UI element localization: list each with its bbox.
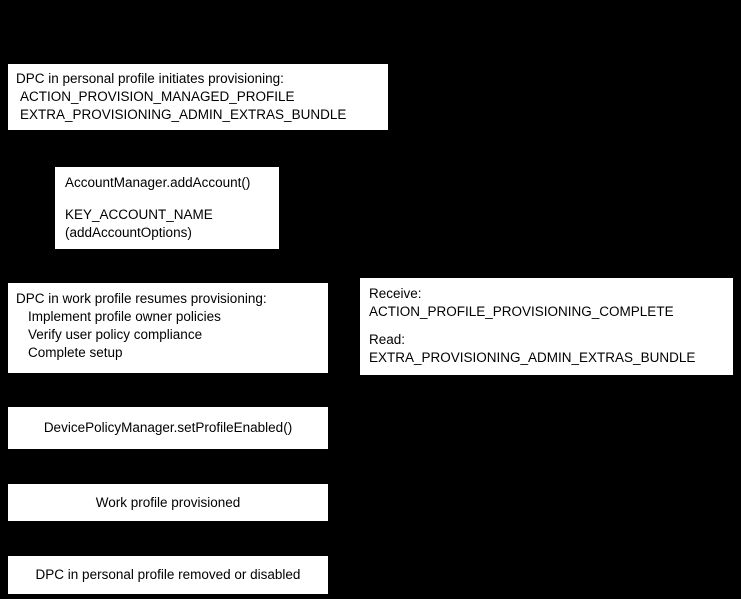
- box-text-line: (addAccountOptions): [65, 225, 192, 240]
- box-resume-provisioning: DPC in work profile resumes provisioning…: [8, 283, 328, 373]
- box-text-line: AccountManager.addAccount(): [65, 175, 251, 190]
- box-text-line: DevicePolicyManager.setProfileEnabled(): [43, 420, 293, 435]
- box-initiate-provisioning: DPC in personal profile initiates provis…: [8, 64, 388, 130]
- box-text-line: KEY_ACCOUNT_NAME: [65, 207, 213, 222]
- box-text-line: DPC in personal profile removed or disab…: [35, 567, 301, 582]
- box-set-profile-enabled: DevicePolicyManager.setProfileEnabled(): [8, 407, 328, 449]
- box-receive-provisioning-complete: Receive: ACTION_PROFILE_PROVISIONING_COM…: [360, 278, 733, 375]
- box-text-line: EXTRA_PROVISIONING_ADMIN_EXTRAS_BUNDLE: [369, 350, 696, 365]
- box-text-line: Verify user policy compliance: [28, 327, 203, 342]
- box-text-line: Implement profile owner policies: [28, 309, 221, 324]
- box-text-line: ACTION_PROVISION_MANAGED_PROFILE: [20, 89, 295, 104]
- box-text-line: ACTION_PROFILE_PROVISIONING_COMPLETE: [369, 304, 674, 319]
- box-text-line: Complete setup: [28, 345, 123, 360]
- box-text-line: DPC in work profile resumes provisioning…: [16, 291, 267, 306]
- box-text-line: DPC in personal profile initiates provis…: [16, 71, 284, 86]
- box-add-account: AccountManager.addAccount() KEY_ACCOUNT_…: [55, 167, 279, 249]
- box-text-line: Read:: [369, 332, 406, 347]
- box-dpc-removed-or-disabled: DPC in personal profile removed or disab…: [8, 556, 328, 594]
- box-text-line: Receive:: [369, 286, 422, 301]
- box-text-line: EXTRA_PROVISIONING_ADMIN_EXTRAS_BUNDLE: [20, 107, 347, 122]
- box-text-line: Work profile provisioned: [95, 494, 241, 510]
- box-work-profile-provisioned: Work profile provisioned: [8, 484, 328, 521]
